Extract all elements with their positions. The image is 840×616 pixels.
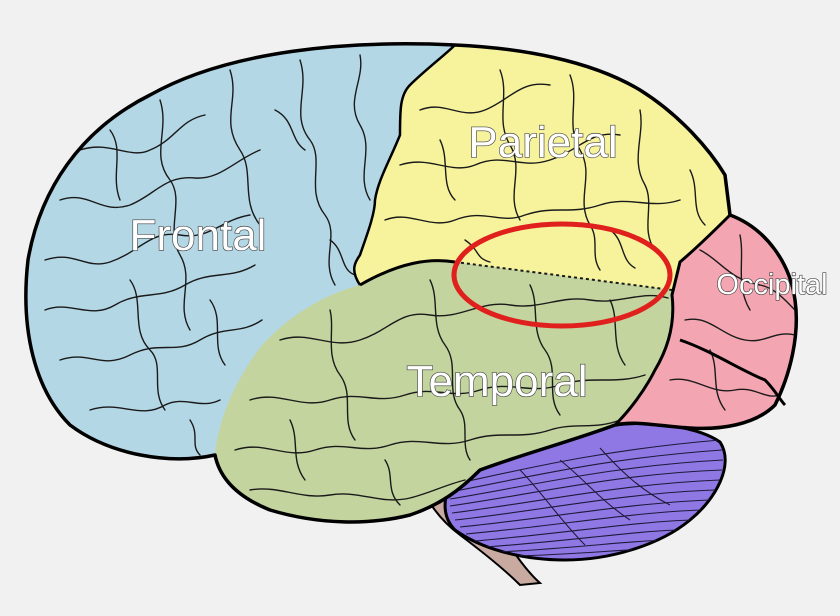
parietal-fill bbox=[354, 45, 730, 295]
highlight-ellipse bbox=[451, 221, 673, 329]
label-parietal: Parietal bbox=[468, 118, 617, 167]
central-boundary bbox=[353, 44, 456, 286]
lateral-sulcus bbox=[359, 259, 456, 287]
label-frontal: Frontal bbox=[130, 211, 267, 260]
brain-outline bbox=[24, 42, 799, 524]
temporal-gyri bbox=[234, 279, 669, 506]
frontal-fill bbox=[25, 43, 456, 459]
parietal-gyri bbox=[384, 69, 706, 271]
frontal-gyri bbox=[44, 54, 371, 456]
label-occipital: Occipital bbox=[716, 269, 827, 301]
frontal-lobe bbox=[25, 43, 456, 459]
parieto-occipital-boundary bbox=[613, 213, 732, 427]
label-temporal: Temporal bbox=[407, 357, 588, 406]
cerebellum bbox=[443, 422, 727, 562]
cerebellum-folia bbox=[449, 439, 724, 557]
parietal-lobe bbox=[354, 45, 730, 295]
